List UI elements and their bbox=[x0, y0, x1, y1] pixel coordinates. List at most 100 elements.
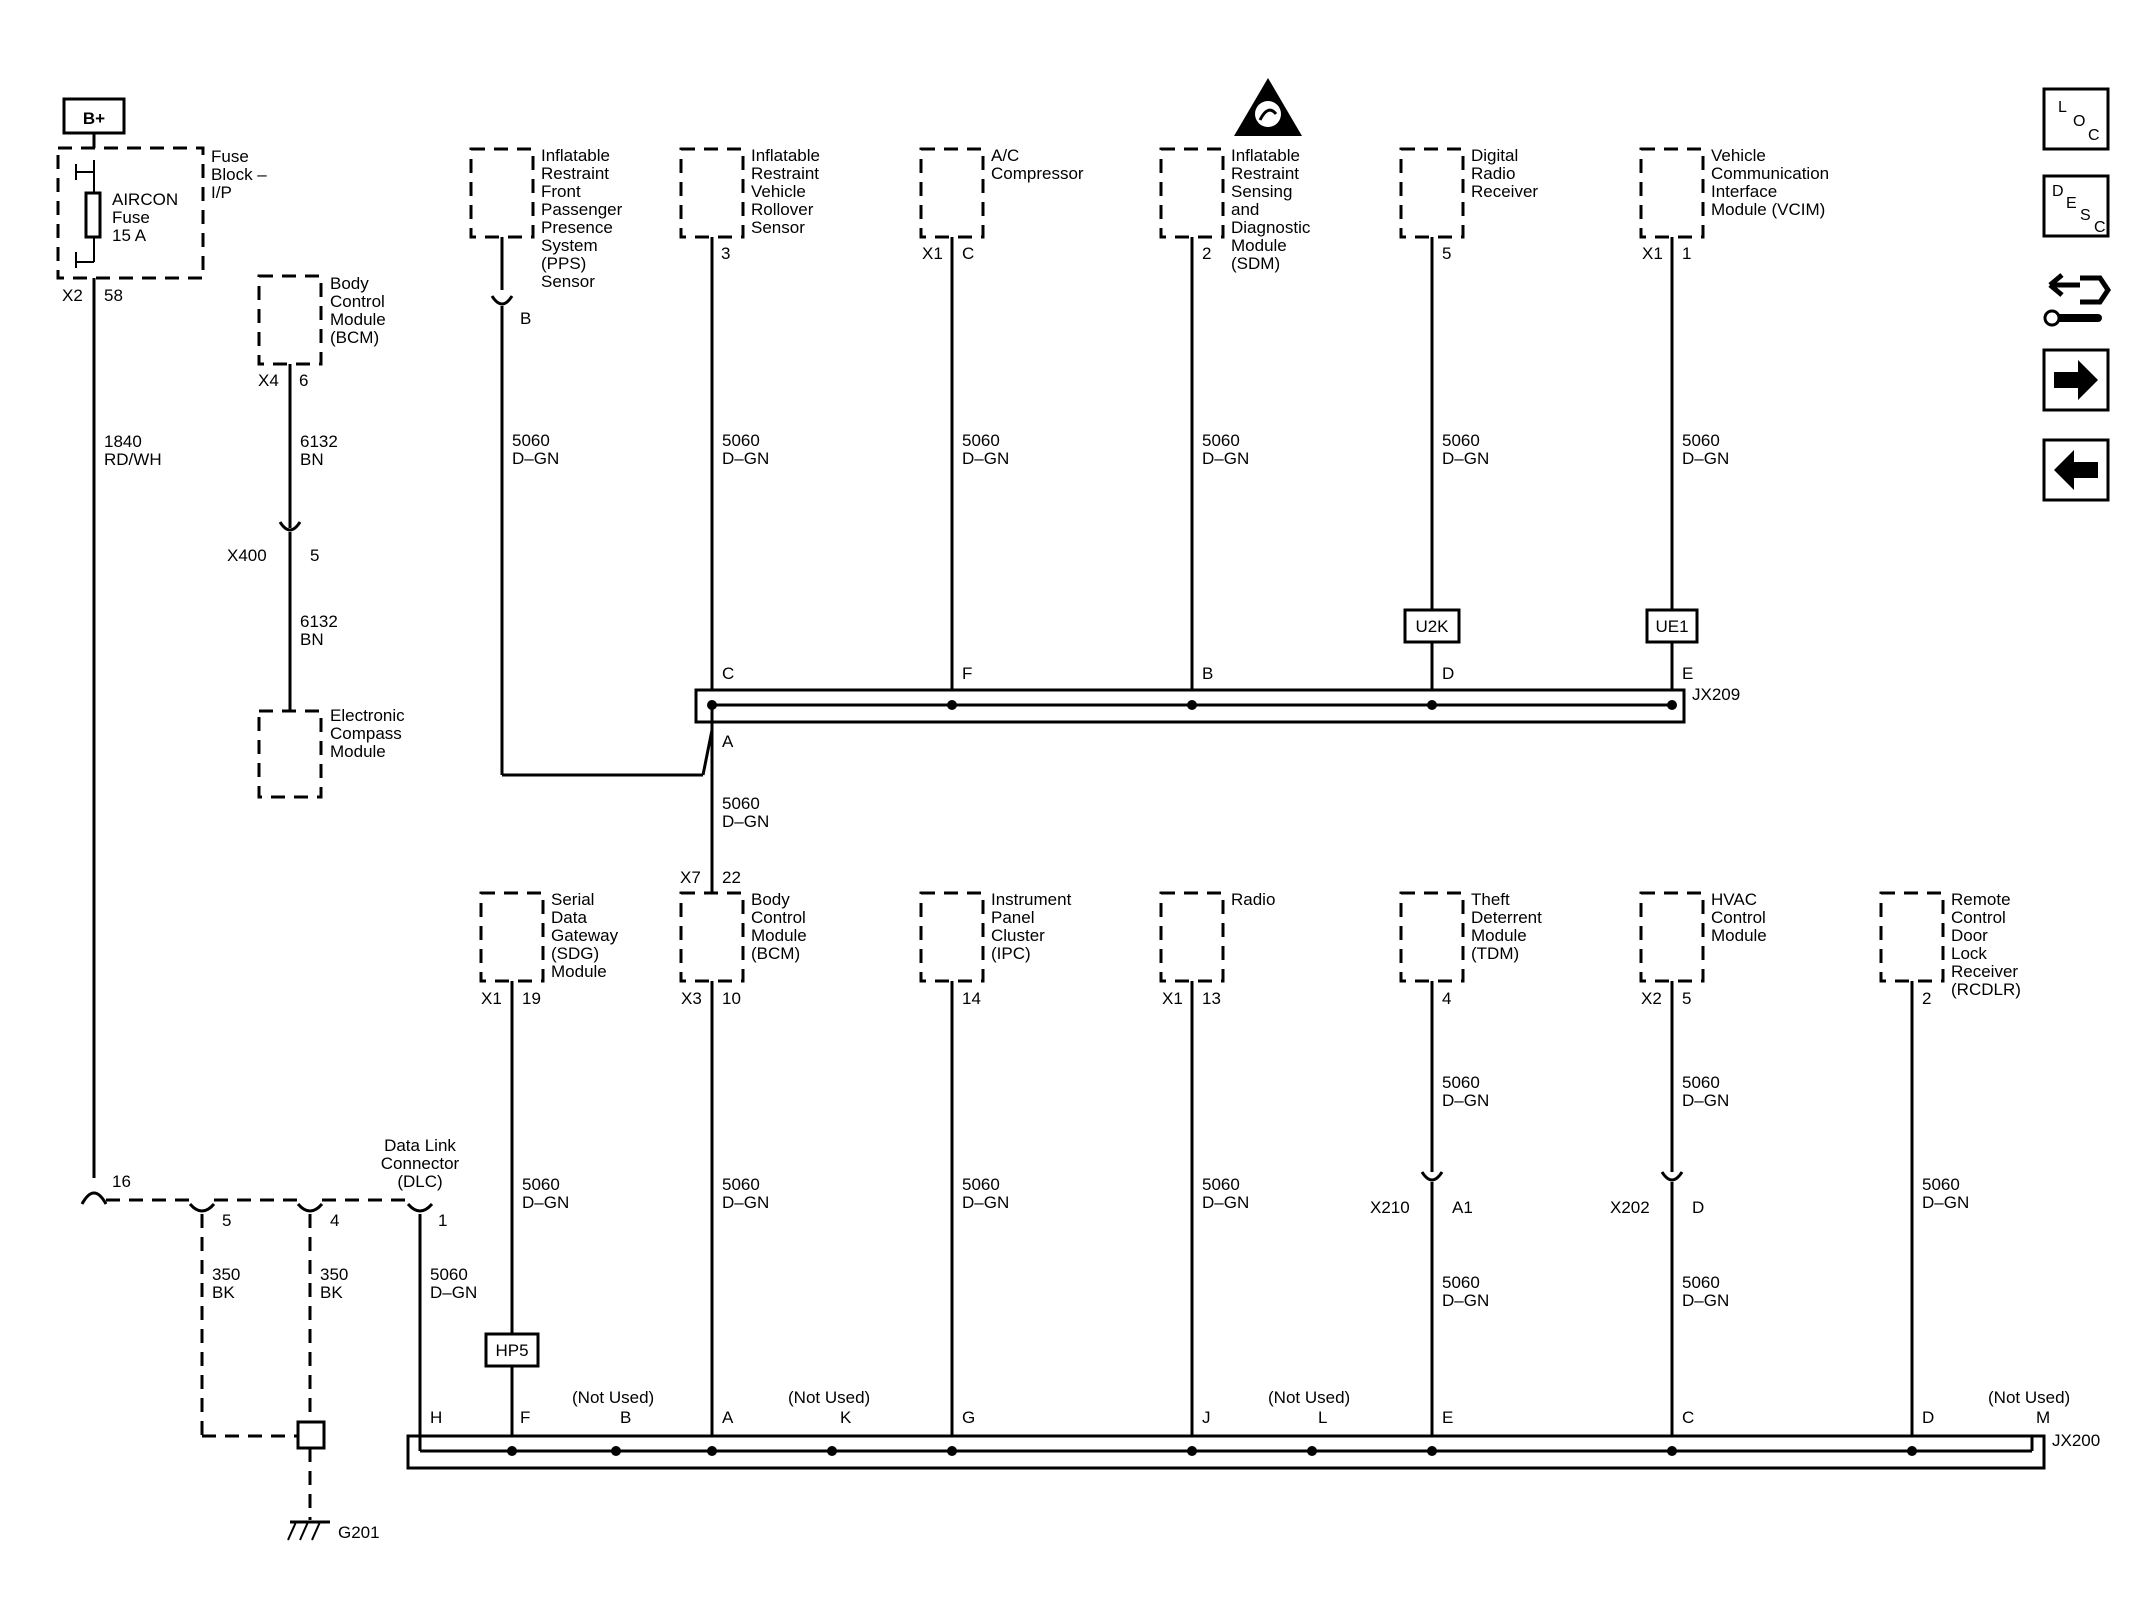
diagram-label: D–GN bbox=[722, 1193, 769, 1212]
diagram-label: 5060 bbox=[962, 1175, 1000, 1194]
diagram-label: G201 bbox=[338, 1523, 380, 1542]
diagram-label: D–GN bbox=[1682, 449, 1729, 468]
loc-button[interactable]: L O C bbox=[2042, 87, 2110, 151]
option-badge-ue1: UE1 bbox=[1645, 608, 1699, 644]
diagram-label: D–GN bbox=[522, 1193, 569, 1212]
diagram-label: Module bbox=[330, 310, 386, 329]
diagram-label: D–GN bbox=[722, 812, 769, 831]
diagram-label: JX209 bbox=[1692, 685, 1740, 704]
pin-label: 58 bbox=[104, 286, 123, 305]
diagram-label: 5 bbox=[310, 546, 319, 565]
diagram-label: 2 bbox=[1922, 989, 1931, 1008]
diagram-label: Radio bbox=[1231, 890, 1275, 909]
diagram-label: I/P bbox=[211, 183, 232, 202]
diagram-label: S bbox=[2080, 207, 2091, 224]
splice-jx200: JX200 bbox=[406, 1431, 2100, 1470]
splice-jx209: JX209 bbox=[694, 685, 1740, 724]
diagram-label: X7 bbox=[680, 868, 701, 887]
diagram-label: Inflatable bbox=[751, 146, 820, 165]
diagram-label: Compass bbox=[330, 724, 402, 743]
diagram-label: 10 bbox=[722, 989, 741, 1008]
inline-connector-x202 bbox=[1660, 1171, 1684, 1182]
diagram-label: Passenger bbox=[541, 200, 623, 219]
diagram-label: BK bbox=[212, 1283, 235, 1302]
diagram-label: BN bbox=[300, 630, 324, 649]
connector-wrench-icon[interactable] bbox=[2043, 273, 2112, 327]
diagram-label: Vehicle bbox=[1711, 146, 1766, 165]
option-badge-u2k: U2K bbox=[1403, 608, 1461, 644]
diagram-label: (IPC) bbox=[991, 944, 1031, 963]
sdm-module: Inflatable Restraint Sensing and Diagnos… bbox=[1159, 146, 1311, 273]
diagram-label: 5060 bbox=[1682, 431, 1720, 450]
arrow-right-icon bbox=[2054, 360, 2098, 400]
diagram-label: C bbox=[1682, 1408, 1694, 1427]
dlc-connector: Data Link Connector (DLC) bbox=[80, 1136, 460, 1213]
diagram-label: 13 bbox=[1202, 989, 1221, 1008]
diagram-label: 5060 bbox=[1442, 1273, 1480, 1292]
next-page-button[interactable] bbox=[2042, 348, 2110, 412]
diagram-label: Control bbox=[1951, 908, 2006, 927]
diagram-label: HVAC bbox=[1711, 890, 1757, 909]
diagram-label: Receiver bbox=[1951, 962, 2018, 981]
fuse-name: AIRCON bbox=[112, 190, 178, 209]
diagram-label: Inflatable bbox=[1231, 146, 1300, 165]
diagram-label: (BCM) bbox=[751, 944, 800, 963]
diagram-label: A1 bbox=[1452, 1198, 1473, 1217]
inline-connector-x210 bbox=[1420, 1171, 1444, 1182]
diagram-label: D–GN bbox=[1442, 1291, 1489, 1310]
diagram-label: Body bbox=[751, 890, 790, 909]
diagram-label: D–GN bbox=[722, 449, 769, 468]
diagram-label: Theft bbox=[1471, 890, 1510, 909]
diagram-label: 4 bbox=[330, 1211, 339, 1230]
diagram-label: 1 bbox=[438, 1211, 447, 1230]
diagram-label: L bbox=[1318, 1408, 1327, 1427]
diagram-label: BN bbox=[300, 450, 324, 469]
arrow-left-icon bbox=[2054, 450, 2098, 490]
diagram-label: Fuse bbox=[112, 208, 150, 227]
diagram-label: B+ bbox=[83, 109, 105, 128]
diagram-label: L bbox=[2058, 99, 2067, 116]
sdg-module: Serial Data Gateway (SDG) Module bbox=[479, 890, 619, 983]
diagram-label: 5060 bbox=[1682, 1273, 1720, 1292]
diagram-label: Panel bbox=[991, 908, 1034, 927]
diagram-label: Restraint bbox=[1231, 164, 1299, 183]
diagram-label: X1 bbox=[1642, 244, 1663, 263]
diagram-label: 22 bbox=[722, 868, 741, 887]
diagram-label: 5060 bbox=[1442, 1073, 1480, 1092]
diagram-label: Radio bbox=[1471, 164, 1515, 183]
bcm-top-module: Body Control Module (BCM) bbox=[257, 274, 386, 366]
diagram-label: Gateway bbox=[551, 926, 619, 945]
diagram-label: D–GN bbox=[962, 1193, 1009, 1212]
option-badge-hp5: HP5 bbox=[484, 1332, 540, 1368]
compass-module: Electronic Compass Module bbox=[257, 706, 405, 799]
diagram-label: B bbox=[620, 1408, 631, 1427]
diagram-label: B bbox=[1202, 664, 1213, 683]
previous-page-button[interactable] bbox=[2042, 438, 2110, 502]
desc-button[interactable]: D E S C bbox=[2042, 174, 2110, 238]
diagram-label: D–GN bbox=[1682, 1091, 1729, 1110]
diagram-label: U2K bbox=[1415, 617, 1449, 636]
diagram-label: 350 bbox=[320, 1265, 348, 1284]
ground-icon bbox=[287, 1520, 330, 1541]
diagram-label: K bbox=[840, 1408, 852, 1427]
diagram-label: 5060 bbox=[512, 431, 550, 450]
diagram-label: Control bbox=[1711, 908, 1766, 927]
diagram-label: UE1 bbox=[1655, 617, 1688, 636]
diagram-label: (Not Used) bbox=[788, 1388, 870, 1407]
diagram-label: X3 bbox=[681, 989, 702, 1008]
diagram-label: Diagnostic bbox=[1231, 218, 1311, 237]
diagram-label: Restraint bbox=[541, 164, 609, 183]
diagram-label: A bbox=[722, 732, 734, 751]
tdm-module: Theft Deterrent Module (TDM) bbox=[1399, 890, 1542, 983]
diagram-label: D–GN bbox=[1202, 449, 1249, 468]
diagram-label: Module bbox=[751, 926, 807, 945]
diagram-label: Control bbox=[330, 292, 385, 311]
diagram-label: (PPS) bbox=[541, 254, 586, 273]
diagram-label: C bbox=[2094, 219, 2106, 236]
diagram-label: F bbox=[962, 664, 972, 683]
diagram-label: C bbox=[722, 664, 734, 683]
diagram-label: X1 bbox=[1162, 989, 1183, 1008]
diagram-label: X400 bbox=[227, 546, 267, 565]
diagram-label: X210 bbox=[1370, 1198, 1410, 1217]
